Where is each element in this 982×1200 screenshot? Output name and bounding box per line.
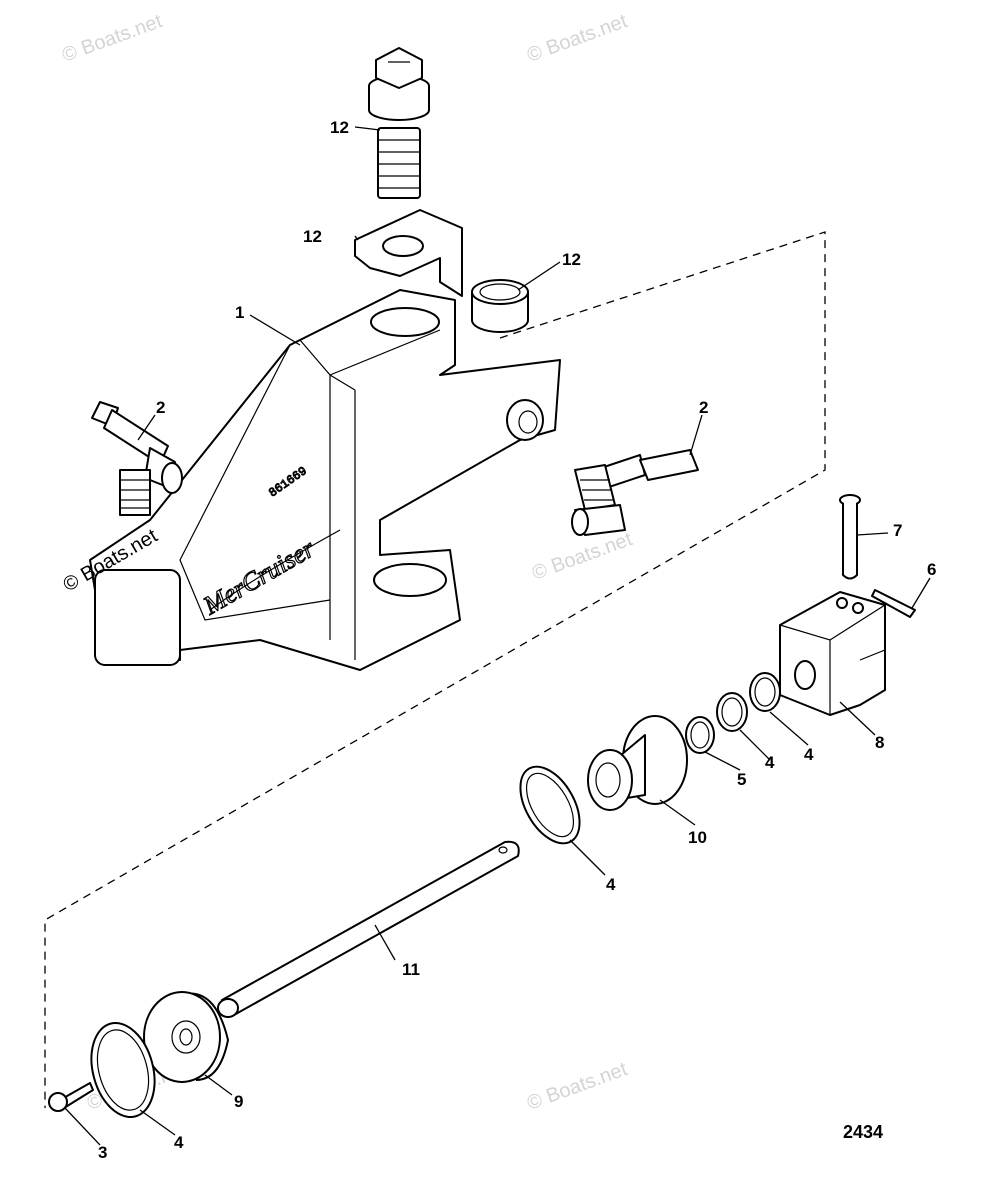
callout-1: 1 (235, 303, 244, 322)
bolt (368, 47, 430, 199)
callout-8: 8 (875, 733, 884, 752)
callout-4-piston-ring: 4 (174, 1133, 184, 1152)
piston (143, 991, 229, 1083)
ring-small-3 (749, 672, 781, 712)
gimbal-housing: MerCruiser 861669 (89, 289, 561, 671)
callout-6: 6 (927, 560, 936, 579)
dashed-assembly-outline (44, 231, 826, 1108)
callout-12-bushing: 12 (562, 250, 581, 269)
callout-11: 11 (402, 960, 420, 979)
clevis-bracket (779, 591, 886, 716)
cylinder-cap (587, 715, 688, 811)
callout-4-o-ring: 4 (606, 875, 616, 894)
callout-4-ring-2: 4 (765, 753, 775, 772)
ring-small-2 (716, 692, 748, 732)
figure-number: 2434 (843, 1122, 883, 1142)
callout-12-tab: 12 (303, 227, 322, 246)
watermark-top-center: © Boats.net (524, 10, 630, 67)
callout-9: 9 (234, 1092, 243, 1111)
tee-fitting-left (91, 401, 183, 516)
callout-5: 5 (737, 770, 746, 789)
watermark-middle-right: © Boats.net (529, 528, 635, 585)
watermark-top-left: © Boats.net (59, 10, 165, 67)
cotter-pin (871, 589, 916, 618)
callout-7: 7 (893, 521, 902, 540)
callout-3: 3 (98, 1143, 107, 1162)
callout-12-bolt: 12 (330, 118, 349, 137)
callout-4-ring-3: 4 (804, 745, 814, 764)
rod (217, 840, 520, 1018)
screw (48, 1082, 94, 1112)
leader-lines (64, 126, 931, 1146)
o-ring-large (519, 765, 581, 845)
tee-fitting-right (571, 449, 699, 536)
ring-small-1 (685, 716, 715, 754)
bushing (471, 279, 529, 333)
callout-2-right: 2 (699, 398, 708, 417)
watermark-bottom-center: © Boats.net (524, 1058, 630, 1115)
callout-10: 10 (688, 828, 707, 847)
clevis-pin (839, 494, 861, 580)
lock-tab-plate (354, 209, 463, 297)
callout-2-left: 2 (156, 398, 165, 417)
o-ring-piston (90, 1021, 156, 1119)
